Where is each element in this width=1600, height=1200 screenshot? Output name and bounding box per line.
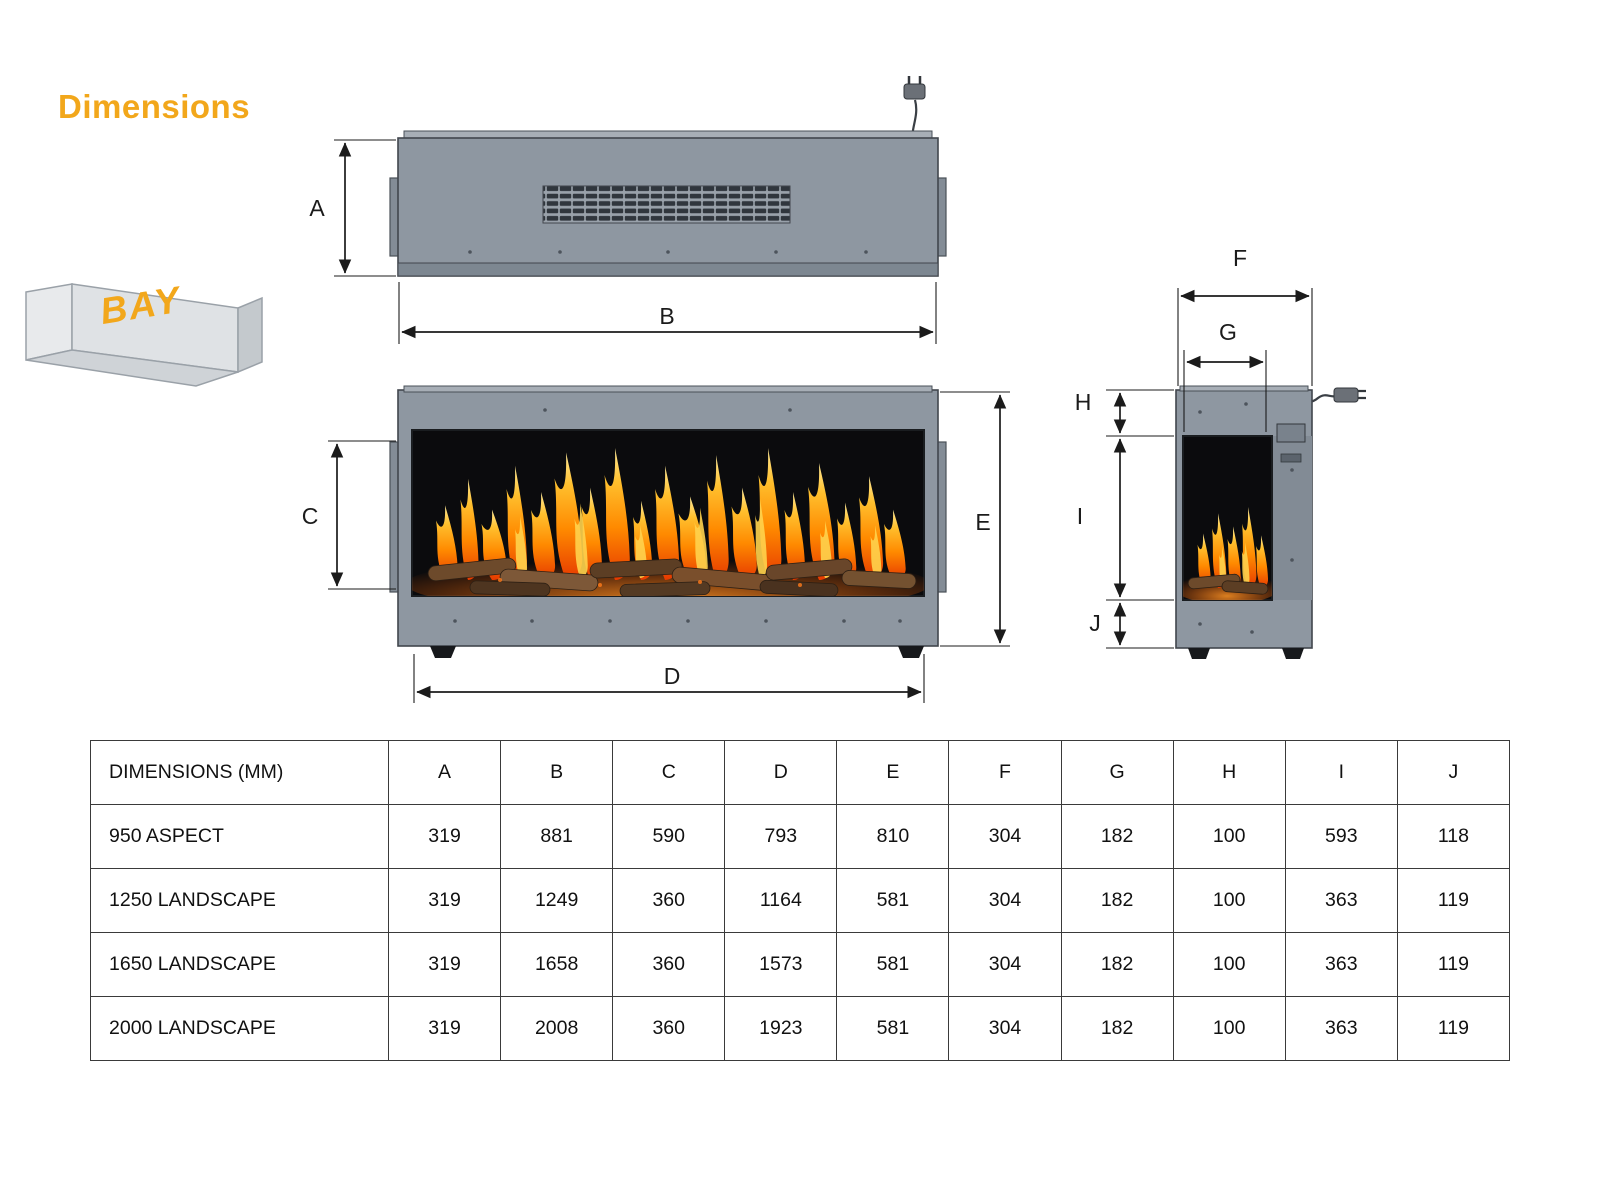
table-cell: 1249 xyxy=(500,868,614,933)
table-cell: 304 xyxy=(948,804,1062,869)
side-view xyxy=(1175,385,1366,659)
table-cell: 360 xyxy=(612,996,726,1061)
table-header-cell: F xyxy=(948,740,1062,805)
page-title: Dimensions xyxy=(58,88,251,125)
table-header-cell: E xyxy=(836,740,950,805)
table-cell: 119 xyxy=(1396,996,1511,1061)
table-row: 1250 LANDSCAPE 319 1249 360 1164 581 304… xyxy=(90,868,1511,933)
table-header-cell: A xyxy=(387,740,502,805)
table-cell: 319 xyxy=(387,932,502,997)
table-cell: 319 xyxy=(387,996,502,1061)
dim-label-e: E xyxy=(975,509,990,535)
table-cell: 363 xyxy=(1284,868,1398,933)
table-cell: 1658 xyxy=(500,932,614,997)
power-entry-box xyxy=(1276,423,1306,443)
dim-a-arrow xyxy=(334,139,396,277)
model-cell: 950 ASPECT xyxy=(90,804,389,869)
table-cell: 793 xyxy=(724,804,838,869)
table-header-cell: C xyxy=(612,740,726,805)
side-right-foot xyxy=(1282,648,1304,659)
dim-b-arrow xyxy=(398,282,937,344)
model-cell: 1650 LANDSCAPE xyxy=(90,932,389,997)
table-cell: 100 xyxy=(1172,804,1286,869)
vent-grille xyxy=(542,185,791,224)
table-cell: 581 xyxy=(836,996,950,1061)
table-cell: 363 xyxy=(1284,996,1398,1061)
table-cell: 881 xyxy=(500,804,614,869)
model-cell: 2000 LANDSCAPE xyxy=(90,996,389,1061)
bay-shape-icon xyxy=(25,283,263,387)
table-cell: 182 xyxy=(1060,996,1174,1061)
side-left-foot xyxy=(1188,648,1210,659)
table-header-cell: J xyxy=(1396,740,1511,805)
dim-label-j: J xyxy=(1089,610,1101,636)
table-cell: 581 xyxy=(836,868,950,933)
table-cell: 590 xyxy=(612,804,726,869)
top-view xyxy=(389,76,947,277)
table-cell: 100 xyxy=(1172,932,1286,997)
table-cell: 119 xyxy=(1396,868,1511,933)
table-row: 1650 LANDSCAPE 319 1658 360 1573 581 304… xyxy=(90,932,1511,997)
table-header-cell: G xyxy=(1060,740,1174,805)
dim-label-c: C xyxy=(302,503,319,529)
table-cell: 100 xyxy=(1172,996,1286,1061)
table-cell: 319 xyxy=(387,868,502,933)
model-cell: 1250 LANDSCAPE xyxy=(90,868,389,933)
table-cell: 2008 xyxy=(500,996,614,1061)
dim-d-arrow xyxy=(413,654,925,703)
table-cell: 810 xyxy=(836,804,950,869)
table-cell: 182 xyxy=(1060,932,1174,997)
table-cell: 1573 xyxy=(724,932,838,997)
table-row: 950 ASPECT 319 881 590 793 810 304 182 1… xyxy=(90,804,1511,869)
dim-label-i: I xyxy=(1077,503,1083,529)
table-header-cell: DIMENSIONS (MM) xyxy=(90,740,389,805)
dim-label-g: G xyxy=(1219,319,1237,345)
table-cell: 100 xyxy=(1172,868,1286,933)
table-cell: 118 xyxy=(1396,804,1511,869)
dim-f-arrow xyxy=(1177,288,1313,386)
table-cell: 319 xyxy=(387,804,502,869)
table-cell: 593 xyxy=(1284,804,1398,869)
table-header-cell: I xyxy=(1284,740,1398,805)
dim-g-arrow xyxy=(1183,350,1267,432)
table-cell: 182 xyxy=(1060,804,1174,869)
table-cell: 581 xyxy=(836,932,950,997)
table-cell: 363 xyxy=(1284,932,1398,997)
dim-hij-arrows xyxy=(1106,389,1174,649)
table-cell: 360 xyxy=(612,932,726,997)
fire-logs xyxy=(427,557,917,596)
power-plug-icon xyxy=(903,83,926,100)
table-header-cell: B xyxy=(500,740,614,805)
table-cell: 119 xyxy=(1396,932,1511,997)
side-fire-flames xyxy=(1183,507,1272,600)
left-foot xyxy=(430,646,456,658)
table-cell: 1923 xyxy=(724,996,838,1061)
table-cell: 304 xyxy=(948,868,1062,933)
front-view xyxy=(389,385,947,658)
dimensions-table: DIMENSIONS (MM) A B C D E F G H I J 950 … xyxy=(90,740,1511,1061)
table-header-cell: D xyxy=(724,740,838,805)
table-header-row: DIMENSIONS (MM) A B C D E F G H I J xyxy=(90,740,1511,805)
dim-label-f: F xyxy=(1233,245,1247,271)
table-cell: 304 xyxy=(948,996,1062,1061)
dim-label-d: D xyxy=(664,663,681,689)
table-header-cell: H xyxy=(1172,740,1286,805)
dim-c-arrow xyxy=(328,440,396,590)
dim-label-b: B xyxy=(659,303,674,329)
dim-e-arrow xyxy=(940,391,1010,647)
side-power-plug-icon xyxy=(1333,387,1359,403)
dim-label-h: H xyxy=(1075,389,1092,415)
dimension-diagram: BAY A B xyxy=(25,76,1366,703)
table-cell: 304 xyxy=(948,932,1062,997)
fire-flames xyxy=(412,448,924,596)
table-cell: 182 xyxy=(1060,868,1174,933)
right-foot xyxy=(898,646,924,658)
table-cell: 360 xyxy=(612,868,726,933)
table-row: 2000 LANDSCAPE 319 2008 360 1923 581 304… xyxy=(90,996,1511,1061)
dim-label-a: A xyxy=(309,195,325,221)
table-cell: 1164 xyxy=(724,868,838,933)
